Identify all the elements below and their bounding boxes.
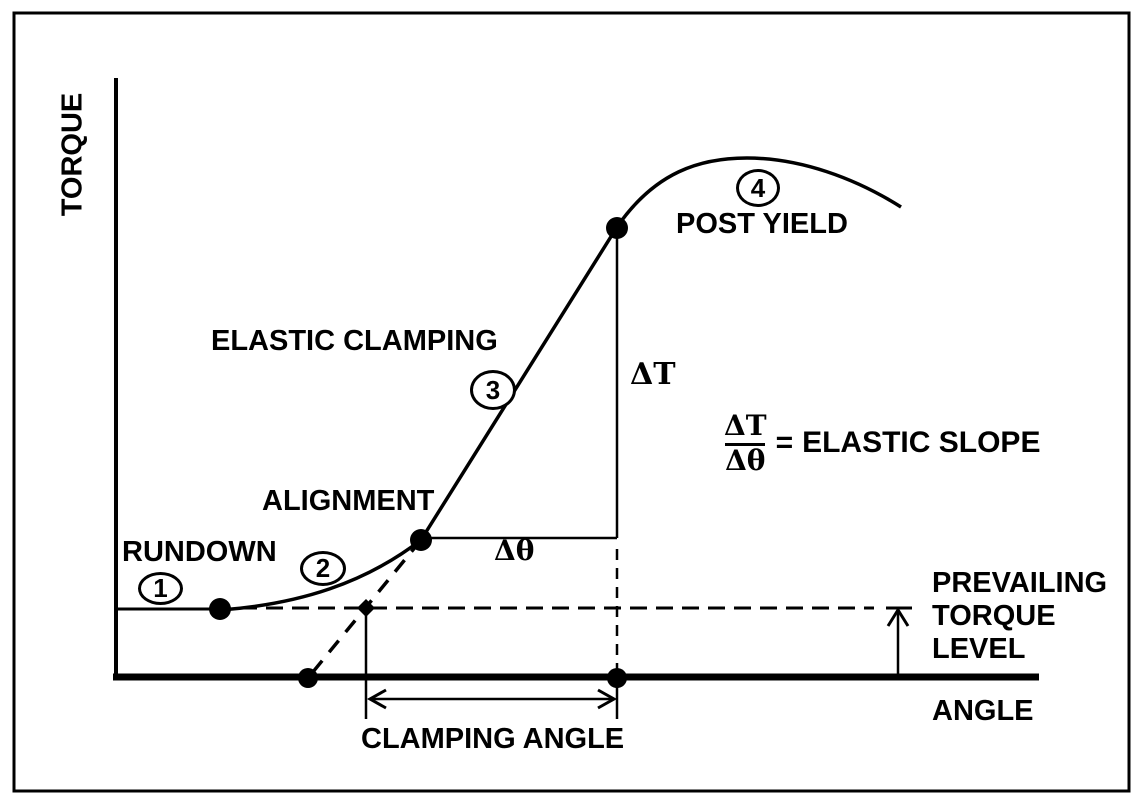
x-axis-label: ANGLE <box>932 695 1034 727</box>
prevailing-arrowhead-up <box>886 607 910 627</box>
equation-denominator: Δθ <box>725 442 766 477</box>
prevailing-line-1: PREVAILING <box>932 567 1108 599</box>
outer-border <box>12 11 1131 793</box>
elastic-slope-equation: ΔT Δθ = ELASTIC SLOPE <box>724 408 1041 477</box>
curve-post-yield <box>615 156 902 228</box>
prevailing-intersection-diamond <box>357 599 375 617</box>
alignment-point-dot <box>410 529 432 551</box>
curve-rundown-alignment <box>220 538 423 612</box>
equation-equals-sign: = <box>775 426 794 459</box>
phase-label-post-yield: POST YIELD <box>676 208 848 240</box>
curve-elastic-clamping <box>419 226 619 541</box>
clamping-angle-label: CLAMPING ANGLE <box>361 723 625 755</box>
phase-marker-3: 3 <box>470 370 516 410</box>
phase-label-elastic-clamping: ELASTIC CLAMPING <box>211 325 498 357</box>
yield-point-dot <box>606 217 628 239</box>
equation-result-label: ELASTIC SLOPE <box>802 426 1041 459</box>
phase-label-rundown: RUNDOWN <box>122 536 277 568</box>
clamping-angle-arrowhead-left <box>366 688 387 710</box>
equation-fraction: ΔT Δθ <box>724 408 767 477</box>
equation-numerator: ΔT <box>724 408 767 442</box>
y-axis-label: TORQUE <box>56 92 89 217</box>
prevailing-line-3: LEVEL <box>932 633 1026 665</box>
phase-marker-1: 1 <box>138 572 183 605</box>
prevailing-torque-level-label: PREVAILING TORQUE LEVEL <box>932 567 1107 666</box>
clamping-angle-arrowhead-right <box>597 688 618 710</box>
phase-marker-2: 2 <box>300 551 346 586</box>
extension-axis-dot <box>298 668 318 688</box>
phase-label-alignment: ALIGNMENT <box>262 485 435 517</box>
delta-theta-label: Δθ <box>494 534 535 567</box>
rundown-point-dot <box>209 598 231 620</box>
yield-axis-dot <box>607 668 627 688</box>
phase-marker-4: 4 <box>736 169 780 207</box>
prevailing-line-2: TORQUE <box>932 600 1056 632</box>
delta-t-label: ΔT <box>630 357 676 392</box>
